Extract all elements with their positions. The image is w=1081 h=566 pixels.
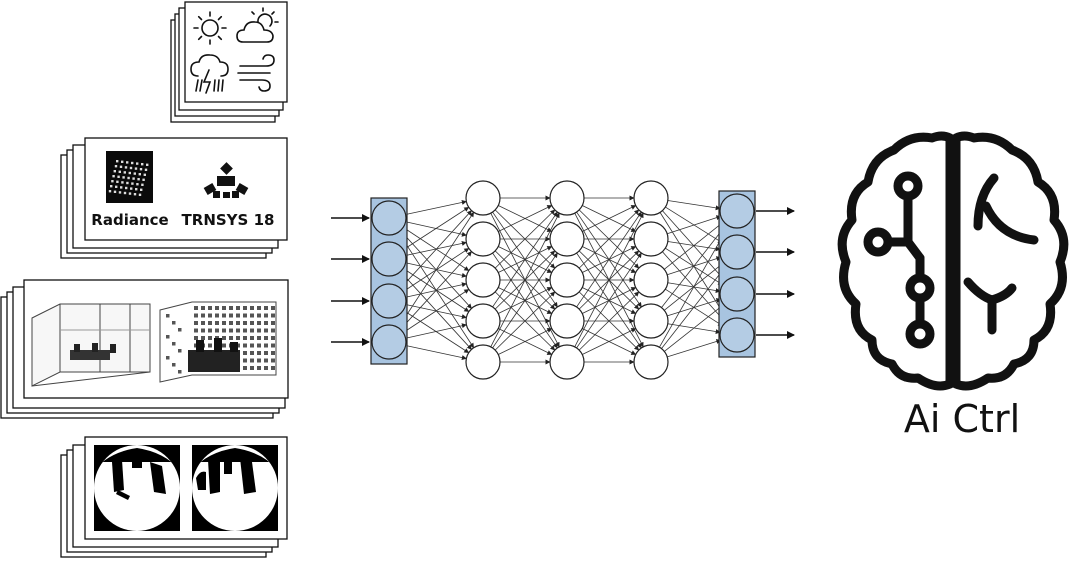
weather-card-stack	[170, 1, 288, 123]
hidden-node	[549, 303, 585, 339]
hidden-node	[465, 344, 501, 380]
sun-behind-cloud-icon	[236, 7, 279, 43]
radiance-logo-icon	[106, 151, 153, 203]
network-edge	[664, 221, 725, 270]
network-edge	[664, 304, 725, 352]
hidden-node	[465, 262, 501, 298]
room-rendering-card-stack	[0, 279, 289, 419]
network-edge	[397, 211, 475, 328]
hidden-node	[465, 180, 501, 216]
network-edge	[582, 328, 637, 355]
hidden-node	[465, 221, 501, 257]
simulation-tools-card-stack: Radiance TRNSYS 18	[60, 137, 288, 259]
hidden-node	[549, 262, 585, 298]
network-edge	[400, 210, 472, 289]
fisheye-image-1	[94, 445, 180, 531]
io-arrows	[331, 207, 795, 346]
hidden-node	[633, 303, 669, 339]
network-nodes	[371, 180, 755, 380]
network-edge	[498, 328, 553, 355]
input-node	[371, 324, 407, 360]
radiance-label: Radiance	[91, 211, 168, 229]
network-edge	[405, 323, 467, 339]
network-edge	[576, 211, 642, 308]
trnsys-label: TRNSYS 18	[182, 211, 275, 229]
network-edge	[574, 212, 644, 348]
network-edge	[400, 271, 472, 350]
network-connections	[397, 195, 729, 365]
network-edge	[492, 211, 558, 308]
input-node	[371, 283, 407, 319]
network-edge	[578, 209, 640, 269]
network-edge	[405, 200, 467, 215]
network-edge	[667, 200, 721, 211]
hidden-node	[465, 303, 501, 339]
output-node	[719, 276, 755, 312]
network-edge	[498, 205, 553, 232]
sun-icon	[193, 11, 227, 45]
hidden-node	[549, 180, 585, 216]
network-edge	[490, 212, 560, 348]
fisheye-image-2	[192, 445, 278, 531]
office-render-shaded	[159, 301, 277, 383]
network-edge	[578, 291, 640, 351]
hidden-node	[549, 344, 585, 380]
hidden-node	[633, 344, 669, 380]
network-edge	[494, 291, 556, 351]
output-node	[719, 193, 755, 229]
output-node	[719, 234, 755, 270]
input-node	[371, 200, 407, 236]
network-edge	[667, 215, 722, 235]
fisheye-card-stack	[60, 436, 288, 558]
hidden-node	[633, 221, 669, 257]
input-node	[371, 241, 407, 277]
brain-circuit-icon	[837, 131, 1069, 391]
wind-icon	[237, 54, 275, 92]
hidden-node	[633, 180, 669, 216]
network-edge	[402, 289, 470, 333]
output-node	[719, 317, 755, 353]
network-edge	[494, 209, 556, 269]
network-edge	[659, 225, 729, 348]
network-edge	[576, 252, 642, 349]
hidden-node	[549, 221, 585, 257]
network-edge	[582, 205, 637, 232]
network-edge	[667, 339, 722, 358]
network-edge	[661, 223, 727, 308]
network-edge	[405, 345, 467, 360]
neural-network	[331, 180, 795, 380]
network-edge	[492, 252, 558, 349]
storm-cloud-icon	[190, 54, 229, 94]
trnsys-logo-icon	[203, 162, 249, 198]
network-edge	[400, 251, 472, 330]
brain-label: Ai Ctrl	[904, 397, 1020, 441]
network-edge	[661, 264, 727, 349]
hidden-node	[633, 262, 669, 298]
network-edge	[403, 206, 470, 251]
office-render-open	[31, 303, 151, 387]
